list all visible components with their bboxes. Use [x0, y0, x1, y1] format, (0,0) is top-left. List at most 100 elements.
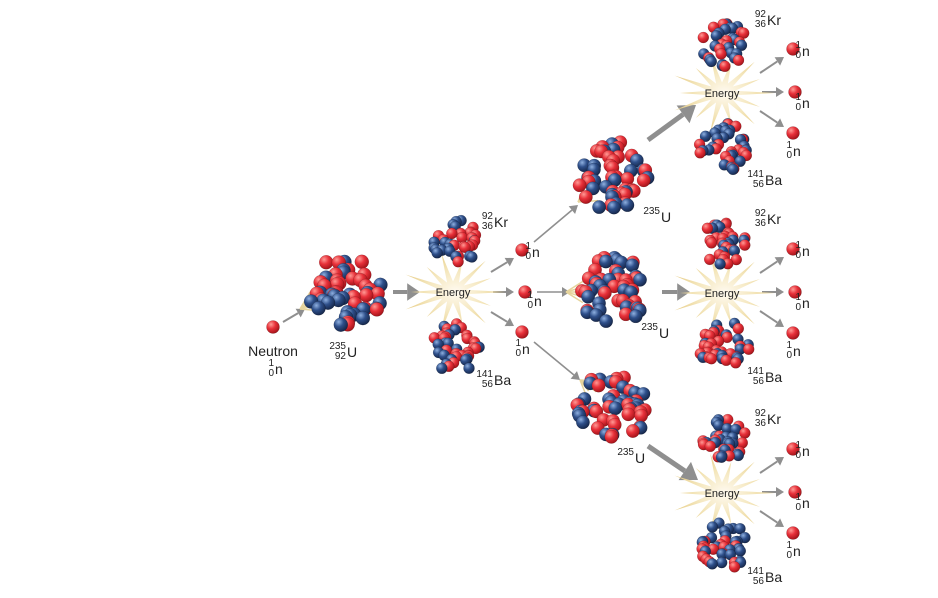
arrow-n-to-u235-top: [533, 205, 578, 243]
element-symbol: n: [802, 443, 810, 459]
element-symbol: n: [522, 341, 530, 357]
energy-burst-1: [405, 253, 506, 331]
arrow-n-to-u235-mid: [537, 287, 570, 297]
energy-label: Energy: [705, 88, 740, 100]
arrow-emit-bot-1: [759, 457, 784, 474]
atomic-number: 0: [525, 251, 531, 262]
element-symbol: Ba: [765, 569, 782, 585]
element-symbol: n: [793, 543, 801, 559]
element-symbol: Ba: [494, 372, 511, 388]
mass-number: 1: [795, 240, 801, 251]
ba141-nucleus-1: [428, 318, 485, 375]
mass-number: 141: [476, 369, 493, 380]
atomic-number: 36: [482, 221, 494, 232]
element-symbol: Ba: [765, 369, 782, 385]
mass-number: 92: [755, 408, 767, 419]
mass-number: 1: [795, 440, 801, 451]
mass-number: 1: [268, 358, 274, 369]
element-symbol: n: [793, 143, 801, 159]
arrow-emit-n1-top: [490, 257, 514, 273]
atomic-number: 56: [753, 576, 765, 587]
atomic-number: 0: [795, 302, 801, 313]
neutron-bot-2: [788, 485, 802, 499]
element-symbol: n: [802, 43, 810, 59]
mass-number: 92: [755, 208, 767, 219]
element-symbol: n: [802, 295, 810, 311]
mass-number: 1: [527, 290, 533, 301]
mass-number: 1: [786, 340, 792, 351]
mass-number: 235: [617, 447, 634, 458]
mass-number: 92: [482, 211, 494, 222]
neutron-1b: [518, 285, 532, 299]
atomic-number: 56: [753, 376, 765, 387]
arrow-emit-mid-2: [762, 287, 784, 297]
element-symbol: U: [347, 344, 357, 360]
mass-number: 1: [795, 92, 801, 103]
kr92-nucleus-mid: [701, 217, 751, 270]
energy-burst-layer: [405, 54, 775, 532]
atomic-number: 0: [268, 368, 274, 379]
element-symbol: n: [275, 361, 283, 377]
kr92-nucleus-bot: [697, 413, 751, 463]
arrow-to-fission-bot: [646, 443, 698, 481]
atomic-number: 0: [527, 300, 533, 311]
u235-nucleus-mid: [574, 250, 647, 329]
neutron-bot-3: [786, 526, 800, 540]
atomic-number: 92: [335, 351, 347, 362]
mass-number: 235: [643, 206, 660, 217]
arrow-emit-n1-bot: [490, 311, 514, 327]
mass-number: 141: [747, 566, 764, 577]
element-symbol: n: [793, 343, 801, 359]
atomic-number: 36: [755, 418, 767, 429]
element-symbol: n: [534, 293, 542, 309]
element-symbol: U: [659, 325, 669, 341]
neutron-top-3: [786, 126, 800, 140]
element-symbol: Kr: [494, 214, 508, 230]
u235-nucleus-initial: [303, 254, 388, 332]
element-symbol: n: [802, 95, 810, 111]
atomic-number: 0: [515, 348, 521, 359]
arrow-emit-bot-3: [759, 510, 784, 527]
atomic-number: 56: [753, 179, 765, 190]
energy-label: Energy: [705, 488, 740, 500]
atomic-number: 56: [482, 379, 494, 390]
ba141-nucleus-top: [693, 117, 753, 176]
neutron-label: Neutron: [248, 343, 298, 359]
atomic-number: 0: [795, 502, 801, 513]
neutron-top-1: [786, 42, 800, 56]
atomic-number: 36: [755, 19, 767, 30]
neutron-1c: [515, 325, 529, 339]
element-symbol: Kr: [767, 12, 781, 28]
mass-number: 1: [525, 241, 531, 252]
neutron-mid-1: [786, 242, 800, 256]
incoming-neutron: [266, 320, 280, 334]
energy-burst-top: [674, 54, 775, 132]
arrow-emit-top-1: [759, 57, 784, 74]
atomic-number: 0: [795, 450, 801, 461]
arrow-emit-bot-2: [762, 487, 784, 497]
element-symbol: n: [532, 244, 540, 260]
atomic-number: 0: [786, 550, 792, 561]
arrow-emit-top-2: [762, 87, 784, 97]
mass-number: 1: [786, 140, 792, 151]
arrow-emit-mid-3: [759, 310, 784, 327]
